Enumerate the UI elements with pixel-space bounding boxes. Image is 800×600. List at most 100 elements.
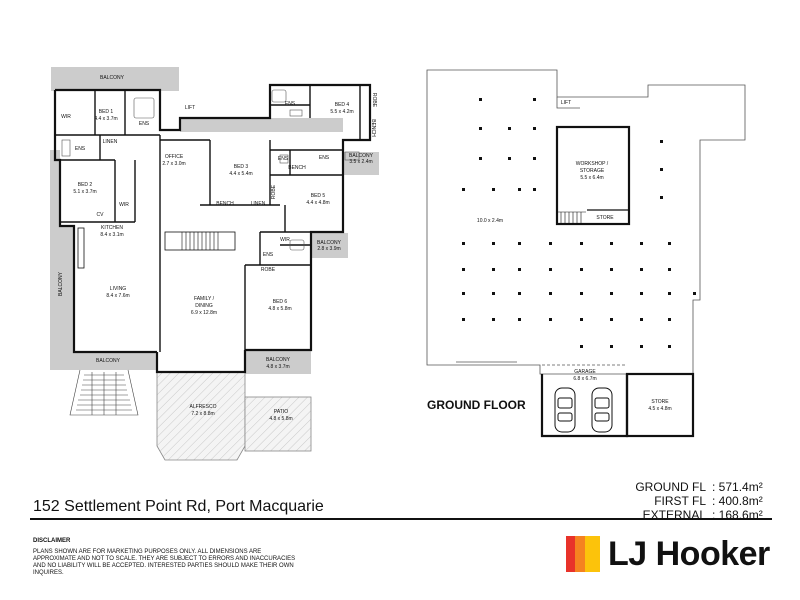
bed5-size: 4.4 x 4.8m [306, 200, 329, 206]
store-size: 4.5 x 4.8m [648, 406, 671, 412]
balcony-top-area [51, 67, 179, 91]
underfloor-size: 10.0 x 2.4m [477, 218, 503, 224]
corridor-area [180, 118, 343, 132]
workshop-walls [555, 125, 631, 226]
lift-label: LIFT [185, 105, 195, 111]
wir2-label: WIR [119, 202, 129, 208]
lj-hooker-logo: LJ Hooker [566, 534, 770, 574]
alfresco-label: ALFRESCO [190, 404, 217, 410]
first-floor-interior-walls [55, 85, 361, 352]
family-label-2: DINING [195, 303, 213, 309]
balcony-bed5-area [311, 233, 348, 258]
bench1-label: BENCH [216, 201, 234, 207]
wir1-label: WIR [61, 114, 71, 120]
patio-label: PATIO [274, 409, 288, 415]
balcony5-label: BALCONY [317, 240, 342, 246]
robe5-label: ROBE [271, 184, 277, 199]
robe4-label: ROBE [371, 93, 377, 108]
living-label: LIVING [110, 286, 127, 292]
garage-cars [554, 387, 613, 433]
area-label: FIRST FL [654, 494, 706, 508]
workshop-label-2: STORAGE [580, 168, 605, 174]
ens1b-label: ENS [75, 146, 86, 152]
balcony4-size: 3.5 x 2.4m [349, 159, 372, 165]
balcony5-size: 2.8 x 3.9m [317, 246, 340, 252]
balcony-bed6-area [245, 350, 311, 374]
balcony-bottom-area [50, 352, 156, 370]
bed1-label: BED 1 [99, 109, 114, 115]
bench4-label: BENCH [370, 119, 376, 137]
garage-label: GARAGE [574, 369, 596, 375]
bed2-label: BED 2 [78, 182, 93, 188]
family-label: FAMILY / [194, 296, 215, 302]
ground-floor-title: GROUND FLOOR [427, 398, 526, 412]
balcony-left-label: BALCONY [58, 271, 64, 296]
ground-floor-plan: LIFT WORKSHOP / STORAGE 5.5 x 6.4m STORE… [426, 69, 746, 438]
bed4-size: 5.5 x 4.2m [330, 109, 353, 115]
bed2-size: 5.1 x 3.7m [73, 189, 96, 195]
linen1-label: LINEN [103, 139, 118, 145]
workshop-stairs [558, 211, 586, 224]
logo-orange-bar [575, 536, 587, 572]
ens3-label: ENS [278, 156, 289, 162]
balcony-bottom-label: BALCONY [96, 358, 121, 364]
workshop-size: 5.5 x 6.4m [580, 175, 603, 181]
bed6-label: BED 6 [273, 299, 288, 305]
balcony6-label: BALCONY [266, 357, 291, 363]
ens5-label: ENS [319, 155, 330, 161]
workshop-label: WORKSHOP / [576, 161, 609, 167]
balcony-bed4-area [342, 152, 379, 175]
balcony-left-strip [50, 150, 60, 226]
first-floor-plan: BALCONY LIFT BED 1 4.4 x 3.7m WIR ENS EN… [50, 67, 379, 461]
floor-area-summary: GROUND FL : 571.4m² FIRST FL : 400.8m² E… [622, 480, 772, 522]
ens4-label: ENS [285, 101, 296, 107]
area-value: : 571.4m² [712, 480, 763, 494]
floor-plan-drawing: BALCONY LIFT BED 1 4.4 x 3.7m WIR ENS EN… [50, 67, 746, 461]
disclaimer-title: DISCLAIMER [33, 538, 71, 544]
balcony-left-area [50, 226, 74, 354]
linen2-label: LINEN [251, 201, 266, 207]
patio-size: 4.8 x 5.8m [269, 416, 292, 422]
bed5-label: BED 5 [311, 193, 326, 199]
kitchen-island [164, 231, 236, 251]
kitchen-label: KITCHEN [101, 225, 123, 231]
cv-label: CV [97, 212, 105, 218]
logo-red-bar [566, 536, 576, 572]
front-stairs [69, 369, 139, 416]
bed3-size: 4.4 x 5.4m [229, 171, 252, 177]
store-small-label: STORE [596, 215, 614, 221]
family-size: 6.9 x 12.8m [191, 310, 217, 316]
kitchen-size: 8.4 x 3.1m [100, 232, 123, 238]
logo-text: LJ Hooker [608, 534, 770, 573]
wir6-label: WIR [280, 237, 290, 243]
ens6-label: ENS [263, 252, 274, 258]
logo-yellow-bar [585, 536, 600, 572]
bench5-label: BENCH [288, 165, 306, 171]
bathroom-fixtures [61, 89, 360, 251]
disclaimer-text: PLANS SHOWN ARE FOR MARKETING PURPOSES O… [33, 549, 296, 576]
alfresco-size: 7.2 x 8.8m [191, 411, 214, 417]
kitchen-bench [77, 227, 85, 269]
balcony4-label: BALCONY [349, 153, 374, 159]
internal-stairs [181, 232, 219, 250]
living-size: 8.4 x 7.6m [106, 293, 129, 299]
bed6-size: 4.8 x 5.8m [268, 306, 291, 312]
area-label: GROUND FL [635, 480, 706, 494]
office-size: 2.7 x 3.0m [162, 161, 185, 167]
ground-floor-columns [462, 98, 696, 348]
bed4-label: BED 4 [335, 102, 350, 108]
store-walls [625, 372, 695, 438]
balcony6-size: 4.8 x 3.7m [266, 364, 289, 370]
office-label: OFFICE [165, 154, 184, 160]
area-value: : 400.8m² [712, 494, 763, 508]
ground-floor-outline [426, 69, 746, 375]
property-address: 152 Settlement Point Rd, Port Macquarie [33, 498, 324, 515]
patio-area [244, 396, 312, 452]
bed3-label: BED 3 [234, 164, 249, 170]
area-row-ground: GROUND FL : 571.4m² [622, 480, 772, 494]
bed1-size: 4.4 x 3.7m [94, 116, 117, 122]
gf-lift-label: LIFT [561, 100, 571, 106]
balcony-top-label: BALCONY [100, 75, 125, 81]
store-label: STORE [651, 399, 669, 405]
robe6-label: ROBE [261, 267, 276, 273]
